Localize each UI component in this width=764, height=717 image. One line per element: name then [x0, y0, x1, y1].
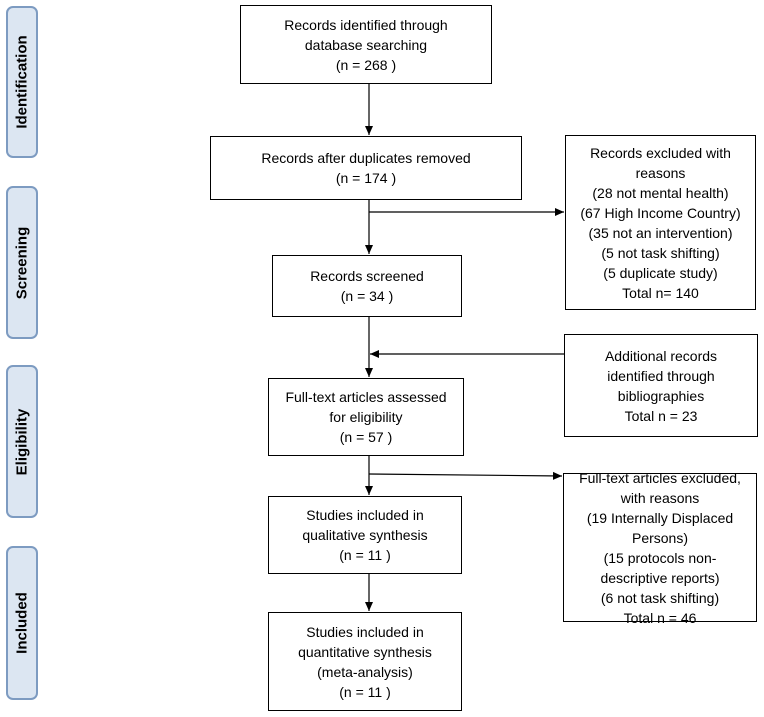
box-line: Records identified through [284, 16, 448, 33]
box-line: reasons [635, 164, 686, 181]
box-line: Additional records [604, 347, 718, 364]
box-records-screened: Records screened (n = 34 ) [272, 255, 462, 317]
box-total: Total n = 23 [624, 407, 698, 424]
box-line: (67 High Income Country) [580, 204, 741, 221]
box-line: Records screened [310, 268, 424, 284]
box-line: descriptive reports) [600, 569, 720, 586]
box-count: (n = 57 ) [339, 429, 393, 445]
box-line: quantitative synthesis [298, 643, 432, 660]
box-line: Persons) [631, 529, 689, 546]
box-count: (n = 268 ) [335, 56, 397, 73]
box-line: Records excluded with [590, 144, 731, 161]
phase-identification: Identification [6, 6, 38, 158]
box-line: (15 protocols non- [603, 549, 717, 566]
box-count: (n = 174 ) [335, 170, 397, 186]
box-line: Full-text articles excluded, [579, 469, 741, 486]
box-line: Full-text articles assessed [285, 389, 447, 405]
box-line: for eligibility [329, 409, 403, 425]
box-count: (n = 34 ) [340, 288, 394, 304]
box-line: (5 duplicate study) [603, 264, 718, 281]
box-line: with reasons [620, 489, 700, 506]
phase-eligibility: Eligibility [6, 365, 38, 518]
box-line: bibliographies [617, 387, 705, 404]
phase-screening: Screening [6, 186, 38, 339]
box-line: qualitative synthesis [302, 527, 428, 543]
box-total: Total n= 140 [622, 284, 699, 301]
box-qualitative-synthesis: Studies included in qualitative synthesi… [268, 496, 462, 574]
box-line: (6 not task shifting) [600, 589, 720, 606]
box-additional-records: Additional records identified through bi… [564, 334, 758, 437]
box-line: database searching [304, 36, 428, 53]
box-line: (meta-analysis) [317, 663, 413, 680]
box-line: (5 not task shifting) [601, 244, 720, 261]
box-count: (n = 11 ) [339, 547, 391, 563]
box-total: Total n = 46 [623, 609, 697, 626]
box-records-excluded: Records excluded with reasons (28 not me… [565, 135, 756, 310]
box-line: Studies included in [306, 507, 424, 523]
box-line: (28 not mental health) [592, 184, 729, 201]
box-quantitative-synthesis: Studies included in quantitative synthes… [268, 612, 462, 711]
phase-included: Included [6, 546, 38, 700]
box-line: Records after duplicates removed [261, 150, 471, 166]
box-line: identified through [607, 367, 715, 384]
box-line: Studies included in [306, 623, 424, 640]
arrow-to-excluded-full-text [368, 471, 563, 480]
box-line: (35 not an intervention) [588, 224, 733, 241]
box-records-after-duplicates: Records after duplicates removed (n = 17… [210, 136, 522, 200]
box-line: (19 Internally Displaced [586, 509, 734, 526]
box-full-text-excluded: Full-text articles excluded, with reason… [563, 470, 757, 626]
box-records-identified: Records identified through database sear… [240, 5, 492, 84]
box-full-text-assessed: Full-text articles assessed for eligibil… [268, 378, 464, 456]
box-count: (n = 11 ) [339, 683, 391, 700]
